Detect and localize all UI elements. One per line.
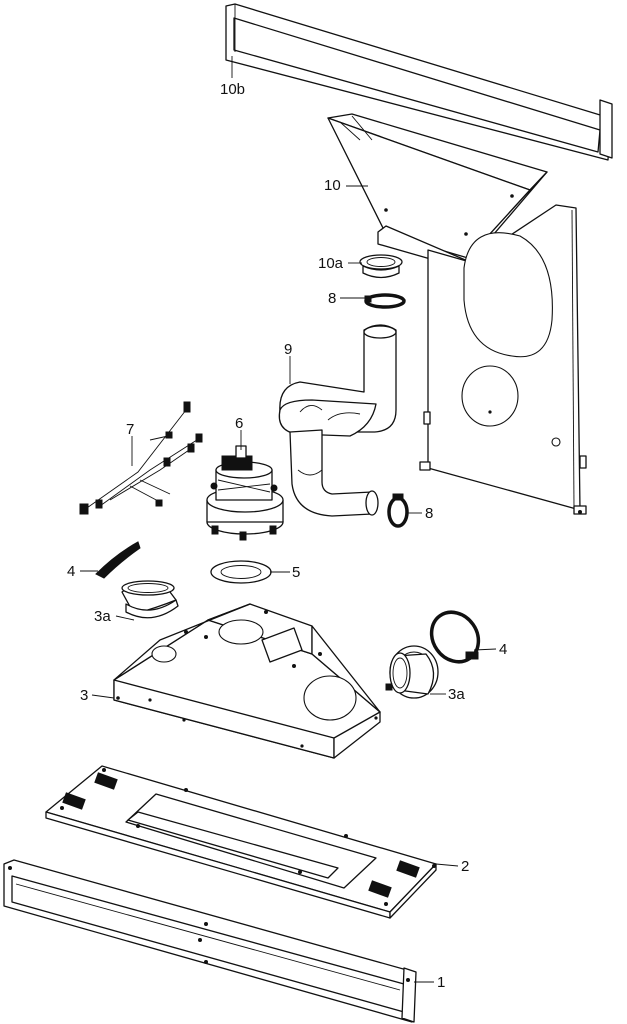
leader-lines	[80, 56, 497, 983]
label-6: 6	[235, 415, 243, 432]
label-10: 10	[324, 177, 341, 194]
part-3a-collar-right	[385, 645, 439, 699]
part-9-flex-pipe	[278, 324, 397, 517]
callout-labels: 10b 10 10a 8 9 7 6 8 4 5 3a 4 3a 3 2 1	[67, 81, 507, 991]
part-3a-collar-left	[121, 580, 179, 619]
part-8-clamp-right	[387, 493, 409, 528]
part-2-support-plate	[45, 765, 437, 919]
part-8-clamp-top	[364, 293, 406, 309]
part-4-clamp-left	[95, 541, 141, 579]
label-2: 2	[461, 858, 469, 875]
label-4-right: 4	[499, 641, 507, 658]
part-7-wiring-harness	[79, 401, 203, 515]
part-10a-collar	[359, 254, 403, 279]
label-8-top: 8	[328, 290, 336, 307]
label-10b: 10b	[220, 81, 245, 98]
part-10b-duct-frame	[225, 3, 613, 161]
label-1: 1	[437, 974, 445, 991]
label-8-right: 8	[425, 505, 433, 522]
label-3a-left: 3a	[94, 608, 111, 625]
label-7: 7	[126, 421, 134, 438]
part-1-front-grille	[3, 859, 417, 1023]
part-6-blower-motor	[206, 445, 284, 541]
back-panel	[419, 204, 587, 515]
label-10a: 10a	[318, 255, 344, 272]
label-3a-right: 3a	[448, 686, 465, 703]
label-3: 3	[80, 687, 88, 704]
label-9: 9	[284, 341, 292, 358]
label-5: 5	[292, 564, 300, 581]
part-3-blower-housing	[113, 603, 381, 759]
label-4-left: 4	[67, 563, 75, 580]
part-4-clamp-right	[429, 610, 481, 664]
part-5-gasket	[210, 560, 272, 584]
